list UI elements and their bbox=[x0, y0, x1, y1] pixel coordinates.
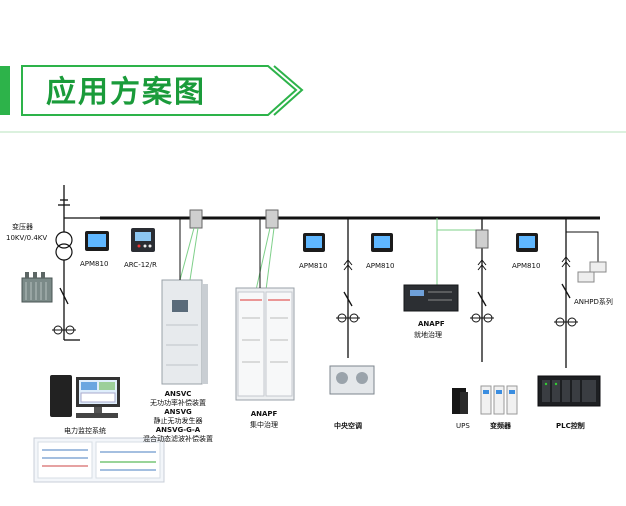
monitoring-label: 电力监控系统 bbox=[64, 426, 106, 435]
inverter-image bbox=[480, 385, 518, 415]
anapf-rack-unit bbox=[403, 284, 459, 312]
header-arrow-outline bbox=[21, 65, 298, 116]
ct-sensor-3 bbox=[475, 229, 489, 249]
transformer-feed: 变压器 10KV/0.4KV bbox=[6, 185, 100, 341]
inverter-label: 变频器 bbox=[490, 421, 512, 430]
meter2-label: APM810 bbox=[299, 262, 327, 270]
header-accent-bar bbox=[0, 66, 10, 115]
meter-apm810-3: APM810 bbox=[366, 233, 394, 270]
transformer-label: 变压器 bbox=[12, 222, 33, 231]
branch-drops bbox=[179, 218, 261, 288]
transformer-rating: 10KV/0.4KV bbox=[6, 234, 47, 242]
anapf-local-line2: 就地治理 bbox=[414, 330, 442, 339]
keyboard-icon bbox=[76, 413, 118, 418]
cabinet2-line2: 集中治理 bbox=[250, 420, 278, 429]
ansvc-cabinet bbox=[161, 279, 208, 385]
bus-ct-sensors bbox=[179, 209, 279, 291]
transformer-symbol bbox=[55, 231, 73, 249]
plc-label: PLC控制 bbox=[556, 421, 585, 430]
meter1-label: APM810 bbox=[80, 260, 108, 268]
ct-sensor-2 bbox=[265, 209, 279, 229]
anhpd-device bbox=[589, 261, 607, 273]
page-title: 应用方案图 bbox=[46, 75, 206, 110]
cabinet1-line6: 混合动态滤波补偿装置 bbox=[143, 434, 213, 443]
anapf-local-branch: ANAPF 就地治理 bbox=[403, 218, 476, 339]
breaker-symbol bbox=[59, 287, 69, 305]
plc-branch: ANHPD系列 PLC控制 bbox=[537, 218, 613, 430]
cabinet1-line4: 静止无功发生器 bbox=[154, 416, 203, 425]
anhpd-label: ANHPD系列 bbox=[574, 297, 613, 306]
cabinet2-line1: ANAPF bbox=[251, 410, 278, 418]
meter4-label: APM810 bbox=[512, 262, 540, 270]
cabinet1-line2: 无功功率补偿装置 bbox=[150, 398, 206, 407]
meter-apm810-2: APM810 bbox=[299, 233, 327, 270]
cabinet1-line1: ANSVC bbox=[165, 390, 192, 398]
ups-label: UPS bbox=[456, 422, 470, 430]
ac-label: 中央空调 bbox=[334, 421, 362, 430]
ct-sensor-1 bbox=[189, 209, 203, 229]
arc-12r-device: ARC-12/R bbox=[124, 228, 157, 269]
header-banner: 应用方案图 bbox=[0, 65, 626, 133]
transformer-image bbox=[21, 272, 53, 303]
pc-tower-icon bbox=[50, 375, 72, 417]
meter-apm810-4: APM810 bbox=[512, 233, 540, 270]
anapf-central-cabinet: ANAPF 集中治理 bbox=[235, 287, 295, 429]
arc-label: ARC-12/R bbox=[124, 261, 157, 269]
meter-apm810-1: APM810 bbox=[80, 231, 109, 268]
meter3-label: APM810 bbox=[366, 262, 394, 270]
central-ac-branch: 中央空调 bbox=[329, 218, 375, 430]
header-arrow-chevron bbox=[273, 65, 304, 116]
monitoring-system: 电力监控系统 bbox=[33, 375, 165, 483]
ups-inverter-branch: UPS 变频器 bbox=[452, 218, 518, 430]
anapf-local-line1: ANAPF bbox=[418, 320, 445, 328]
cabinet1-line3: ANSVG bbox=[164, 408, 192, 416]
ansvc-caption: ANSVC 无功功率补偿装置 ANSVG 静止无功发生器 ANSVG-G-A 混… bbox=[143, 390, 213, 443]
ct-symbol bbox=[52, 325, 76, 335]
cabinet1-line5: ANSVG-G-A bbox=[156, 426, 201, 434]
